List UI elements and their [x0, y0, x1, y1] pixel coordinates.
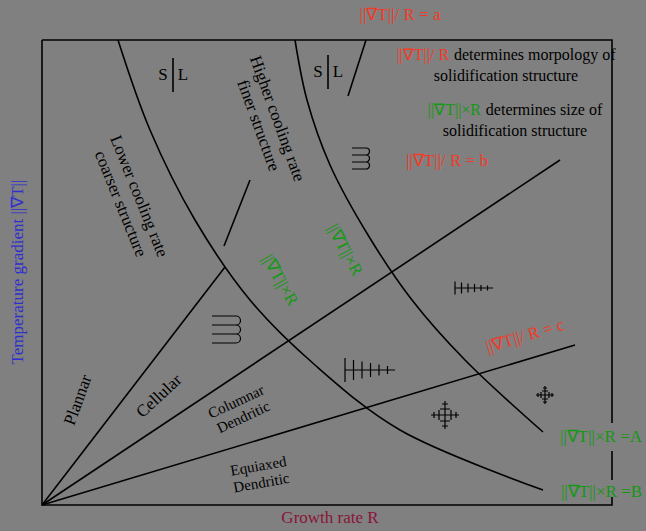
region-label: Plannar: [60, 372, 96, 427]
ratio-label: ||∇T||/ R = a: [360, 5, 441, 25]
ratio-label: ||∇T||/ R = c: [483, 315, 566, 357]
product-term: ||∇T||×R: [323, 221, 367, 280]
cooling-curve-high: [295, 40, 543, 432]
axis-label: Temperature gradient ||∇T||: [8, 180, 28, 365]
phase-mark: L: [333, 62, 343, 82]
equiaxed-dendrite-icon: [536, 386, 554, 404]
product-term: ||∇T||×R: [258, 251, 303, 309]
explanation-note: determines morpology of solidification s…: [434, 46, 616, 84]
region-label: Cellular: [132, 370, 185, 422]
columnar-dendrite-icon: [455, 282, 493, 295]
cellular-icon: [212, 316, 241, 343]
ratio-term: ||∇T||/ R: [396, 46, 449, 63]
cooling-note: Lower cooling rate coarser structure: [86, 128, 175, 272]
ratio-label: ||∇T||/ R = b: [406, 151, 488, 171]
ratio-line-c: [42, 345, 575, 505]
cooling-curve-low: [118, 40, 543, 490]
leader-line: [224, 180, 250, 246]
interface-bar: [172, 58, 174, 92]
explanation-block: ||∇T||×Rdetermines size of solidificatio…: [395, 100, 635, 142]
region-label: Columnar Dendritic: [199, 379, 281, 442]
columnar-dendrite-icon: [345, 358, 395, 382]
phase-mark: L: [178, 65, 188, 85]
product-label: ||∇T||×R =B: [561, 482, 642, 502]
cooling-note: Higher cooling rate finer structure: [225, 47, 311, 197]
planar-cellular-boundary: [42, 267, 225, 505]
ratio-line-a: [348, 40, 366, 96]
interface-bar: [327, 55, 329, 89]
explanation-block: ||∇T||/ Rdetermines morpology of solidif…: [372, 45, 640, 87]
plot-frame: [42, 40, 612, 505]
region-label: Equiaxed Dendritic: [220, 451, 301, 498]
phase-mark: S: [158, 65, 167, 85]
equiaxed-dendrite-icon: [431, 401, 459, 429]
product-label: ||∇T||×R =A: [560, 427, 642, 447]
product-term: ||∇T||×R: [428, 101, 481, 118]
phase-mark: S: [313, 62, 322, 82]
cellular-icon: [352, 148, 370, 169]
line-group: [42, 40, 612, 505]
axis-label: Growth rate R: [281, 508, 378, 528]
